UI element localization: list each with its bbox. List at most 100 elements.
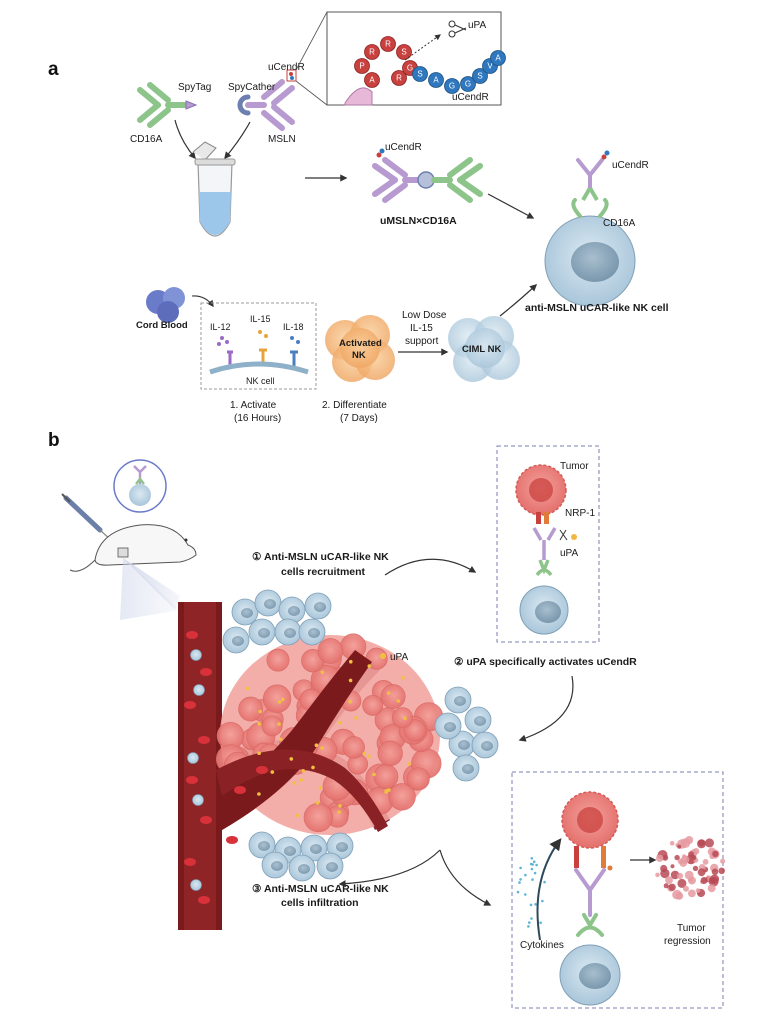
- debris-fragment: [695, 888, 701, 893]
- upa-dot: [337, 810, 342, 814]
- red-blood-cell: [186, 631, 198, 639]
- nk-cell-label: NK cell: [246, 376, 275, 386]
- red-blood-cell: [234, 786, 246, 794]
- flow-arrow: [191, 295, 214, 308]
- cytokine-dot: [531, 878, 534, 881]
- flow-arrow: [487, 193, 535, 219]
- debris-fragment: [680, 838, 691, 848]
- cytokines-label: Cytokines: [520, 940, 564, 951]
- step1-b-label-2: cells recruitment: [281, 566, 366, 578]
- tumor-label: Tumor: [560, 461, 589, 472]
- msln-antibody-icon: [237, 69, 297, 131]
- nk-cell-box-icon: [519, 585, 569, 635]
- peptide-residue: G: [465, 80, 471, 89]
- mouse-icon: [69, 524, 197, 572]
- peptide-residue: A: [433, 76, 439, 85]
- step1-label-1: 1. Activate: [230, 400, 277, 411]
- cytokine-dot: [534, 903, 537, 906]
- red-blood-cell: [226, 836, 238, 844]
- upa-dot: [311, 765, 315, 770]
- upa-dot: [338, 804, 342, 808]
- killing-box: [511, 771, 724, 1009]
- effector-nk-cell-icon: [559, 944, 621, 1006]
- activated-label-2: NK: [352, 350, 366, 361]
- upa-dot: [281, 697, 285, 702]
- cd16a-label: CD16A: [130, 134, 163, 145]
- upa-dot: [277, 722, 281, 726]
- red-blood-cell: [198, 896, 210, 904]
- syringe-icon: [61, 493, 113, 542]
- panel-a-letter: a: [48, 59, 59, 80]
- upa-dot: [258, 709, 262, 714]
- upa-inset-label: uPA: [468, 20, 486, 31]
- debris-fragment: [668, 883, 676, 891]
- conjugate-label: uMSLN×CD16A: [380, 215, 457, 227]
- cytokine-dot: [527, 925, 530, 928]
- upa-dot: [245, 686, 250, 691]
- il18-label: IL-18: [283, 322, 304, 332]
- debris-fragment: [656, 854, 664, 862]
- tumor-cell: [391, 707, 414, 729]
- ciml-label: CIML NK: [462, 344, 502, 355]
- upa-dot: [401, 676, 405, 680]
- upa-dot: [299, 778, 304, 782]
- upa-dot: [386, 691, 391, 695]
- cytokine-dot: [529, 903, 533, 907]
- upa-dot: [354, 716, 358, 720]
- red-blood-cell: [256, 766, 268, 774]
- debris-fragment: [677, 844, 682, 849]
- nk-nucleus: [481, 741, 493, 751]
- cytokine-dot: [530, 867, 534, 871]
- cord-blood-label: Cord Blood: [136, 320, 188, 331]
- cytokine-dot: [518, 881, 521, 884]
- nk-nucleus: [258, 628, 270, 638]
- nk-nucleus: [284, 628, 296, 638]
- upa-dot: [318, 785, 323, 790]
- peptide-bead: [364, 44, 380, 60]
- tumor-cell: [266, 648, 290, 672]
- flow-arrow: [384, 558, 477, 576]
- peptide-bead: [391, 70, 407, 86]
- upa-dot: [362, 751, 367, 756]
- upa-dot: [384, 789, 389, 793]
- upa-dot: [320, 746, 324, 750]
- regression-label-2: regression: [664, 936, 711, 947]
- nk-nucleus: [336, 842, 348, 852]
- low-dose-label-3: support: [405, 336, 439, 347]
- regression-label-1: Tumor: [677, 923, 706, 934]
- peptide-residue: R: [385, 40, 391, 49]
- upa-dots-icon: [245, 659, 411, 818]
- nk-nucleus: [462, 764, 474, 774]
- peptide-residue: R: [396, 74, 402, 83]
- tumor-cell: [388, 783, 416, 811]
- cytokine-dot: [535, 863, 538, 867]
- nk-nucleus: [444, 722, 456, 732]
- tumor-cell: [261, 715, 283, 737]
- upa-box-label: uPA: [560, 548, 578, 559]
- cytokine-dot: [528, 921, 531, 924]
- conjugate-antibody-icon: [372, 148, 483, 203]
- debris-fragment: [674, 854, 680, 861]
- circulating-nk-cell: [192, 794, 204, 806]
- engager-antibody-icon: [574, 865, 613, 937]
- red-blood-cell: [200, 668, 212, 676]
- upa-dot: [403, 716, 407, 720]
- upa-dot: [257, 792, 261, 796]
- upa-dot: [349, 659, 353, 664]
- cytokine-dot: [531, 863, 534, 866]
- debris-fragment: [692, 865, 699, 872]
- debris-fragment: [660, 868, 670, 879]
- peptide-residue: R: [369, 48, 375, 57]
- red-blood-cell: [200, 816, 212, 824]
- debris-fragment: [698, 839, 705, 847]
- debris-fragment: [669, 841, 675, 846]
- step3-b-label-2: cells infiltration: [281, 897, 359, 909]
- peptide-residue: S: [401, 48, 406, 57]
- upa-legend-dot: [380, 653, 386, 659]
- nk-nucleus: [314, 602, 326, 612]
- low-dose-label-2: IL-15: [410, 323, 433, 334]
- peptide-bead: [428, 72, 444, 88]
- target-tumor-cell-icon: [561, 791, 619, 868]
- peptide-bead: [354, 58, 370, 74]
- peptide-bead: [380, 36, 396, 52]
